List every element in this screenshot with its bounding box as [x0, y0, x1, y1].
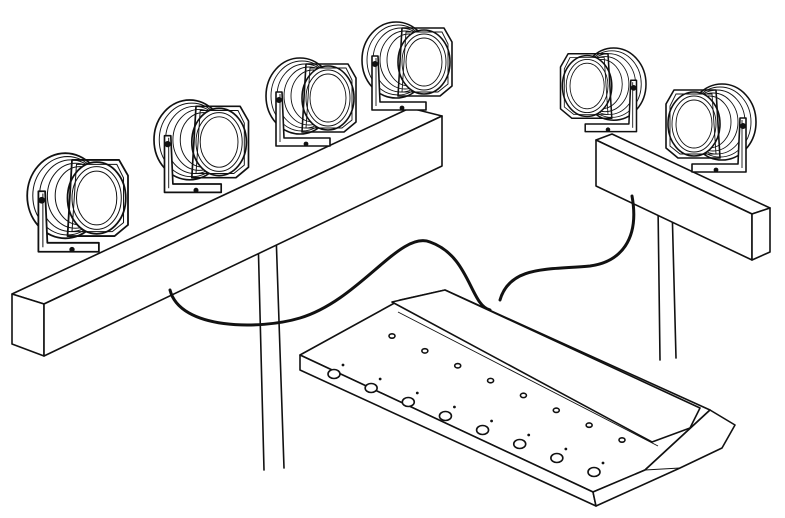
controller-holes-row-back [388, 332, 626, 443]
cables [168, 194, 636, 327]
controller-hole-small [585, 422, 593, 429]
controller-indicator-dot [601, 461, 605, 465]
right-lighting-bar [595, 133, 771, 261]
left-fixture-4 [361, 21, 453, 112]
controller-indicator-dot [453, 405, 456, 409]
controller-desk [299, 289, 736, 507]
controller-indicator-dot [415, 391, 419, 395]
right-stand [657, 204, 677, 361]
controller-hole-small [453, 362, 462, 369]
right-fixture-1 [559, 47, 647, 133]
controller-hole-large [550, 452, 564, 464]
controller-indicator-dot [564, 447, 568, 451]
controller-hole-large [438, 410, 453, 422]
controller-hole-large [401, 396, 416, 408]
controller-hole-small [519, 392, 528, 399]
controller-hole-small [421, 347, 429, 354]
controller-hole-large [364, 382, 378, 394]
left-lighting-bar [11, 107, 443, 357]
controller-indicator-dot [341, 363, 345, 367]
controller-hole-small [388, 332, 396, 339]
controller-indicator-dot [527, 433, 531, 437]
controller-indicator-dot [378, 377, 382, 381]
left-fixture-1 [26, 152, 129, 254]
controller-hole-large [327, 368, 341, 380]
controller-hole-small [618, 436, 626, 443]
controller-hole-small [486, 377, 495, 384]
controller-holes-row-front [327, 363, 605, 478]
controller-hole-large [512, 438, 527, 450]
controller-hole-small [552, 407, 561, 414]
left-fixture-3 [265, 57, 357, 148]
controller-hole-large [587, 466, 601, 478]
controller-indicator-dot [490, 419, 493, 423]
left-fixture-2 [153, 99, 250, 194]
left-stand [257, 232, 285, 471]
right-fixture-2 [665, 83, 757, 174]
controller-hole-large [475, 424, 490, 436]
